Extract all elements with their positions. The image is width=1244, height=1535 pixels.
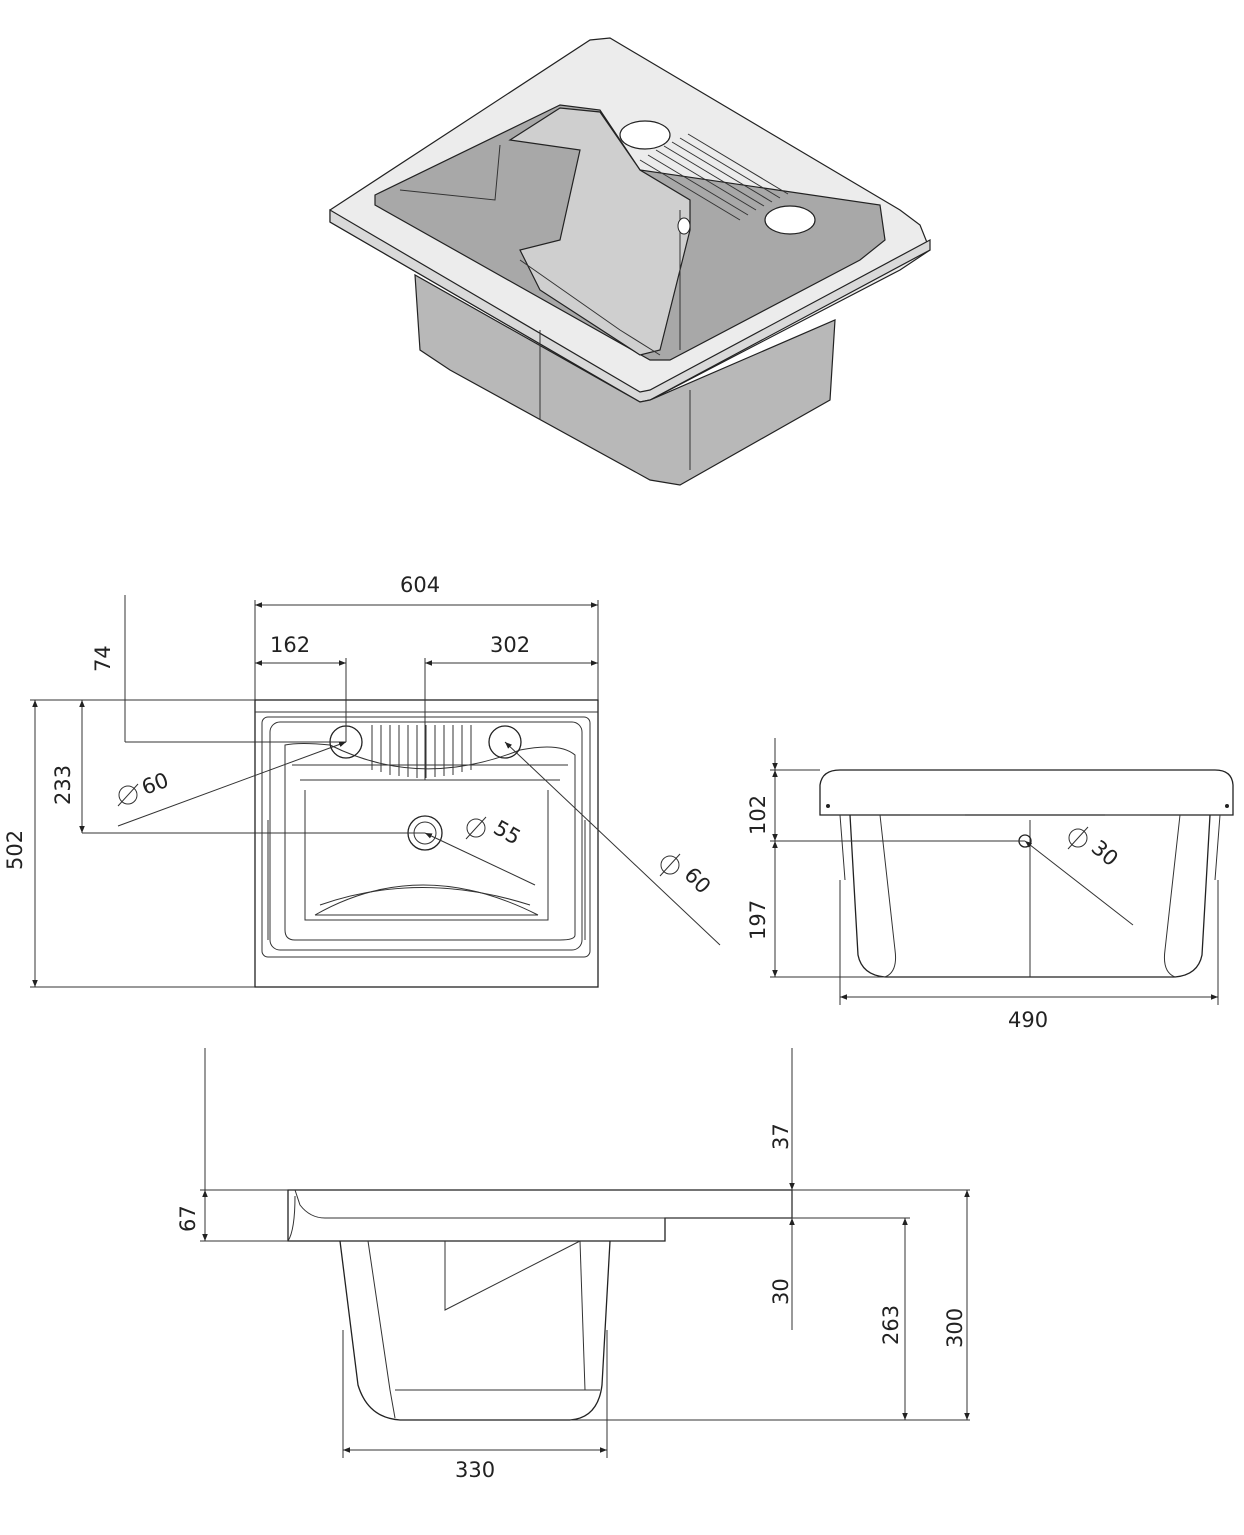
dim-74: 74 <box>91 645 115 672</box>
dim-dia-60-left: 60 <box>139 768 172 800</box>
dim-330: 330 <box>455 1458 495 1482</box>
dim-197: 197 <box>746 900 770 940</box>
dia-symbol-right <box>659 853 681 877</box>
dim-490: 490 <box>1008 1008 1048 1032</box>
tap-hole-right <box>764 205 816 235</box>
dim-30: 30 <box>769 1278 793 1305</box>
dim-dia-55: 55 <box>490 816 525 850</box>
washboard-ribs <box>639 133 789 221</box>
front-view: 67 37 30 263 300 330 <box>176 1048 970 1482</box>
dia-symbol-left <box>117 783 139 807</box>
isometric-view <box>329 37 931 486</box>
dim-233: 233 <box>51 765 75 805</box>
dim-102: 102 <box>746 795 770 835</box>
dim-263: 263 <box>879 1305 903 1345</box>
top-tap-hole-right <box>488 725 522 759</box>
tap-hole-left <box>619 120 671 150</box>
top-washboard-ribs <box>371 725 472 778</box>
dim-604: 604 <box>400 573 440 597</box>
dim-67: 67 <box>176 1205 200 1232</box>
dim-300: 300 <box>943 1308 967 1348</box>
dia-symbol-drain <box>465 816 487 840</box>
dim-37: 37 <box>769 1123 793 1150</box>
dim-502: 502 <box>3 830 27 870</box>
dim-302: 302 <box>490 633 530 657</box>
top-view: 604 162 302 74 233 502 60 55 <box>3 573 721 988</box>
dim-dia-60-right: 60 <box>679 863 715 899</box>
dia-symbol-overflow <box>1067 826 1089 850</box>
overflow-hole <box>677 217 691 235</box>
dim-dia-30: 30 <box>1087 835 1123 871</box>
side-view: 102 197 490 30 <box>746 738 1234 1032</box>
dim-162: 162 <box>270 633 310 657</box>
